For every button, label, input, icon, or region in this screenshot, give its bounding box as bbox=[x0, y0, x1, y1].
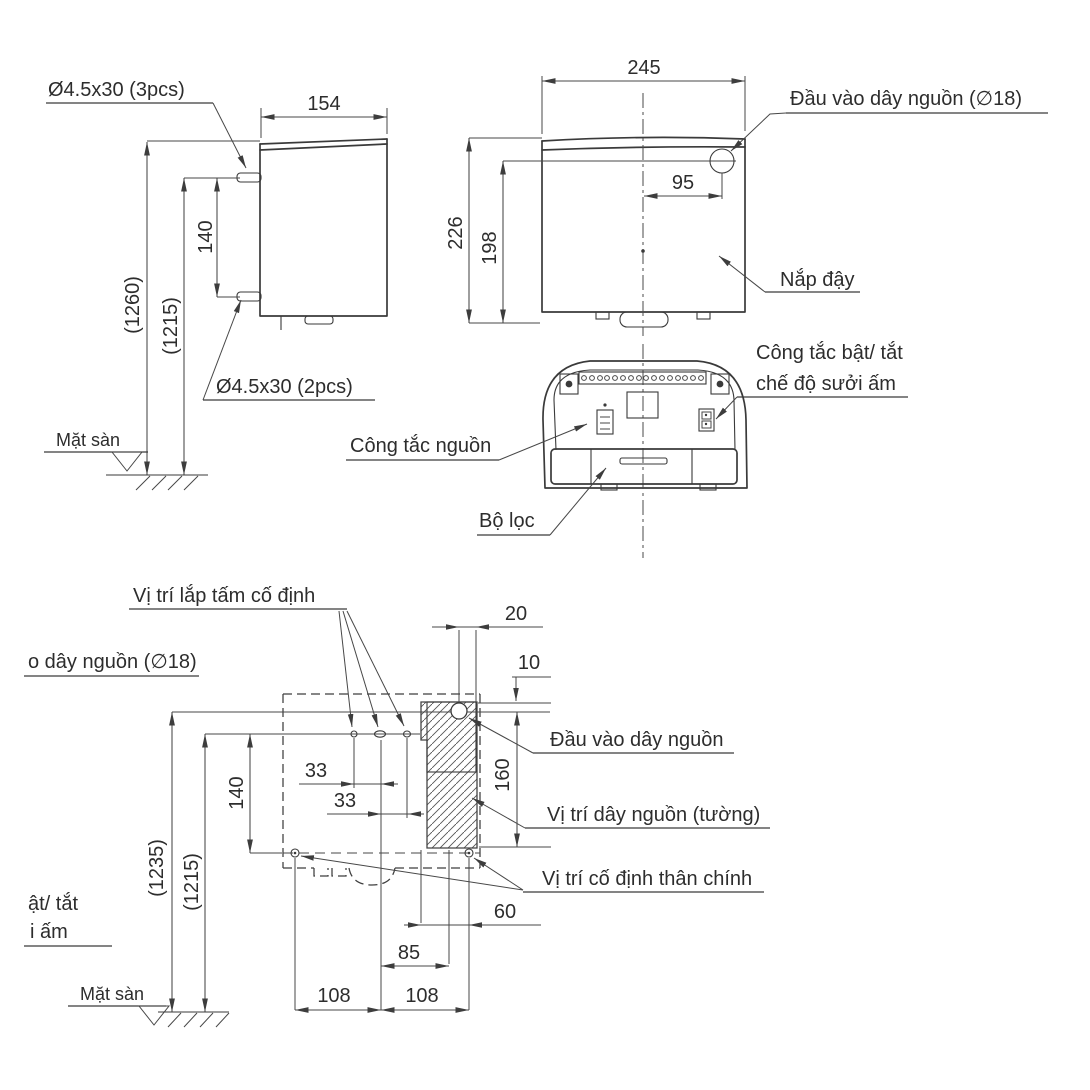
installation-view: 20 10 160 33 33 (1235) (1215) 140 60 bbox=[24, 584, 770, 1028]
wall-cord-channel bbox=[420, 701, 478, 849]
dim-10: 10 bbox=[518, 652, 540, 674]
dim-245: 245 bbox=[627, 57, 660, 79]
label-body-fixing: Vị trí cố định thân chính bbox=[542, 868, 752, 890]
filter-slot bbox=[619, 457, 668, 465]
label-floor-side: Mặt sàn bbox=[56, 430, 120, 450]
filter-section bbox=[550, 448, 738, 491]
mounting-tab-top bbox=[236, 172, 262, 183]
label-cord-truncated: o dây nguồn (∅18) bbox=[28, 651, 197, 673]
dim-1235: (1235) bbox=[146, 839, 168, 897]
bottom-view-outline bbox=[542, 360, 748, 489]
front-foot-right bbox=[696, 311, 711, 320]
leader-heater-switch bbox=[715, 396, 738, 420]
dim-108-left: 108 bbox=[317, 985, 350, 1007]
body-fixing-screws bbox=[290, 848, 474, 858]
label-heater-truncated-2: i ấm bbox=[30, 921, 68, 943]
leader-cover bbox=[718, 255, 766, 293]
bottom-view-inner bbox=[553, 369, 736, 451]
dim-108-right: 108 bbox=[405, 985, 438, 1007]
ground-symbol-side bbox=[110, 451, 144, 472]
body-outline-dashed bbox=[282, 693, 481, 886]
ground-symbol-install bbox=[137, 1005, 171, 1026]
dim-1215-side: (1215) bbox=[160, 297, 182, 355]
side-view: 154 (1260) (1215) 140 Ø4.5x30 (3pcs) Ø4.… bbox=[44, 79, 388, 491]
center-mark bbox=[641, 249, 645, 253]
label-cord-wall: Vị trí dây nguồn (tường) bbox=[547, 804, 760, 826]
power-switch bbox=[596, 403, 614, 435]
label-screws-3pcs: Ø4.5x30 (3pcs) bbox=[48, 79, 185, 101]
mounting-tab-bottom bbox=[236, 291, 262, 302]
leader-screws-3pcs bbox=[212, 102, 247, 169]
dim-198: 198 bbox=[479, 231, 501, 264]
side-view-lid bbox=[259, 138, 388, 151]
floor-hatch-install bbox=[167, 1012, 230, 1028]
label-fixing-plate: Vị trí lắp tấm cố định bbox=[133, 584, 315, 607]
leader-cord-wall bbox=[471, 797, 526, 829]
cord-entry-hole bbox=[450, 702, 468, 720]
leader-filter bbox=[549, 467, 607, 536]
dim-160: 160 bbox=[492, 758, 514, 791]
dim-33-lower: 33 bbox=[334, 790, 356, 812]
label-filter: Bộ lọc bbox=[479, 510, 535, 532]
front-foot-center bbox=[619, 311, 669, 328]
label-heater-switch-2: chế độ sưởi ấm bbox=[756, 373, 896, 395]
dim-140-side: 140 bbox=[195, 220, 217, 253]
label-heater-truncated-1: ật/ tắt bbox=[28, 892, 78, 915]
vent-holes bbox=[581, 375, 704, 381]
dim-140-install: 140 bbox=[226, 776, 248, 809]
dim-95: 95 bbox=[672, 172, 694, 194]
dim-60: 60 bbox=[494, 901, 516, 923]
bottom-view: Công tắc bật/ tắt chế độ sưởi ấm Công tắ… bbox=[346, 341, 908, 558]
floor-hatch-side bbox=[135, 475, 199, 491]
label-floor-install: Mặt sàn bbox=[80, 984, 144, 1004]
leader-power-inlet bbox=[730, 112, 787, 152]
corner-screw-right bbox=[710, 373, 730, 395]
label-power-inlet: Đầu vào dây nguồn (∅18) bbox=[790, 88, 1022, 110]
nameplate bbox=[626, 391, 659, 419]
label-cord-inlet: Đầu vào dây nguồn bbox=[550, 729, 723, 751]
label-screws-2pcs: Ø4.5x30 (2pcs) bbox=[216, 376, 353, 398]
leader-power-switch bbox=[498, 423, 588, 461]
label-power-switch: Công tắc nguồn bbox=[350, 434, 491, 457]
dim-33-upper: 33 bbox=[305, 760, 327, 782]
leader-screws-2pcs bbox=[202, 299, 242, 401]
leaders-fixing-plate bbox=[338, 610, 405, 728]
leaders-body-fixing bbox=[300, 855, 524, 891]
front-view: 245 95 226 198 Đầu vào dây nguồn (∅18) N… bbox=[445, 57, 1048, 336]
dim-85: 85 bbox=[398, 942, 420, 964]
side-view-body bbox=[259, 138, 388, 317]
dim-1260: (1260) bbox=[122, 276, 144, 334]
label-heater-switch-1: Công tắc bật/ tắt bbox=[756, 341, 903, 364]
vent-strip bbox=[578, 371, 707, 385]
dim-154: 154 bbox=[307, 93, 340, 115]
heater-switch bbox=[698, 408, 715, 432]
side-view-foot bbox=[304, 315, 334, 325]
label-cover: Nắp đậy bbox=[780, 268, 855, 291]
dim-226: 226 bbox=[445, 216, 467, 249]
corner-screw-left bbox=[559, 373, 579, 395]
dim-20: 20 bbox=[505, 603, 527, 625]
fixing-plate-holes bbox=[350, 730, 412, 738]
cord-entry-box bbox=[426, 701, 477, 773]
front-foot-left bbox=[595, 311, 610, 320]
leader-cord-inlet bbox=[468, 717, 534, 754]
dim-1215-install: (1215) bbox=[181, 853, 203, 911]
